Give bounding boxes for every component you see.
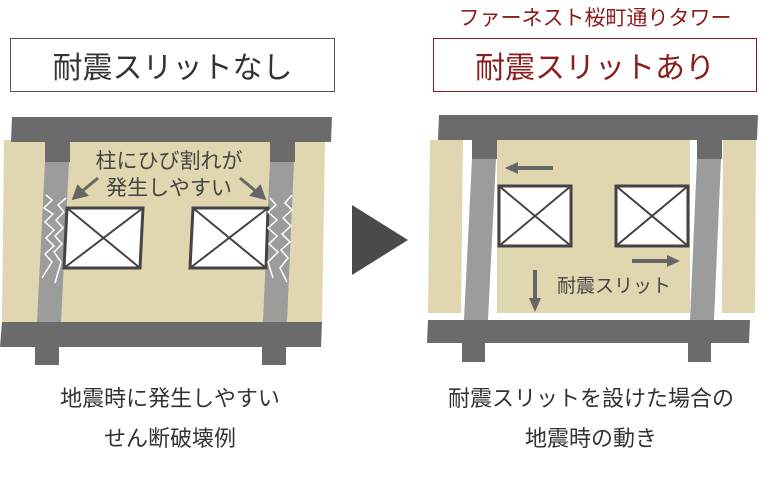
leg — [462, 343, 485, 362]
column-head — [472, 140, 497, 159]
left-caption: 地震時に発生しやすい せん断破壊例 — [0, 380, 340, 460]
play-arrow-icon — [352, 205, 408, 275]
window — [188, 206, 270, 270]
annotation-line2: 発生しやすい — [106, 176, 232, 200]
column-head — [45, 142, 70, 162]
right-caption: 耐震スリットを設けた場合の 地震時の動き — [420, 380, 762, 460]
arrow-left-icon — [505, 162, 553, 174]
left-caption-line2: せん断破壊例 — [103, 427, 236, 452]
wall — [2, 140, 325, 322]
window — [497, 184, 573, 248]
column-head — [697, 140, 722, 159]
brand-label: ファーネスト桜町通りタワー — [458, 6, 732, 30]
arrow-icon — [71, 176, 267, 201]
column-head — [270, 142, 295, 162]
leg — [688, 343, 711, 362]
crack-icon — [41, 194, 294, 284]
leg — [262, 347, 286, 365]
left-caption-line1: 地震時に発生しやすい — [60, 387, 280, 412]
arrow-down-icon — [529, 270, 541, 312]
right-title: 耐震スリットあり — [433, 38, 757, 92]
wall-right — [722, 140, 756, 313]
slit-label: 耐震スリット — [557, 275, 671, 297]
right-frame-diagram: 耐震スリット — [427, 115, 758, 362]
column — [690, 159, 721, 320]
top-beam — [11, 117, 332, 142]
bottom-beam — [0, 322, 322, 347]
annotation-line1: 柱にひび割れが — [96, 149, 243, 173]
left-title: 耐震スリットなし — [10, 38, 335, 92]
top-beam — [438, 115, 758, 140]
bottom-beam — [427, 320, 750, 343]
right-caption-line1: 耐震スリットを設けた場合の — [447, 387, 734, 412]
right-caption-line2: 地震時の動き — [524, 427, 657, 452]
arrow-right-icon — [632, 255, 680, 267]
left-frame-diagram: 柱にひび割れが 発生しやすい — [0, 117, 332, 365]
wall-left — [428, 140, 463, 313]
window — [614, 184, 690, 248]
column — [464, 159, 496, 320]
leg — [35, 347, 59, 365]
window — [62, 206, 145, 270]
